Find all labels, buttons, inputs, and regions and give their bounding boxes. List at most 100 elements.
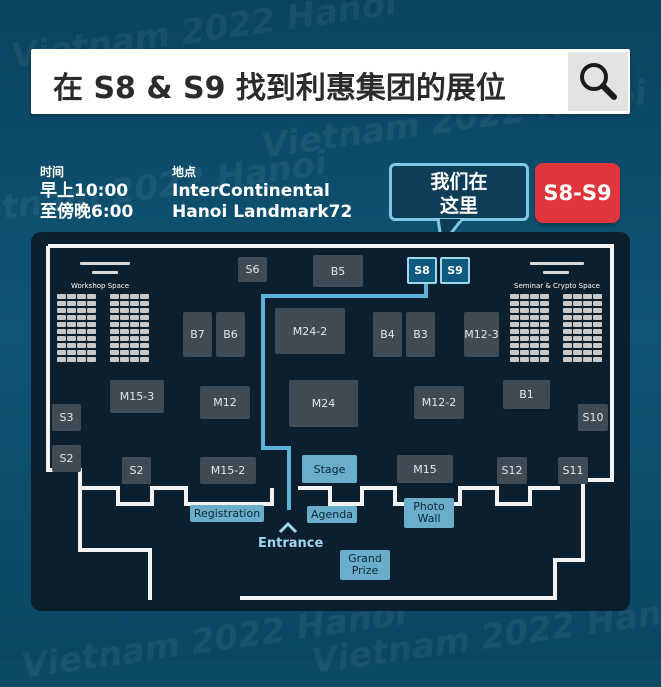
- seat: [130, 301, 139, 306]
- seat: [130, 350, 139, 355]
- booth-m12-2[interactable]: M12-2: [414, 386, 464, 419]
- booth-b6[interactable]: B6: [216, 312, 245, 357]
- registration[interactable]: Registration: [190, 505, 264, 522]
- seat: [120, 350, 129, 355]
- seat: [510, 308, 519, 313]
- booth-b4[interactable]: B4: [373, 312, 402, 357]
- place-line-2: Hanoi Landmark72: [172, 202, 353, 222]
- seat: [120, 343, 129, 348]
- booth-m15[interactable]: M15: [397, 455, 453, 483]
- seat: [110, 350, 119, 355]
- booth-m15-2[interactable]: M15-2: [200, 457, 256, 484]
- seat: [540, 343, 549, 348]
- booth-m24[interactable]: M24: [289, 380, 358, 427]
- seat: [510, 315, 519, 320]
- seat: [110, 315, 119, 320]
- seat: [130, 308, 139, 313]
- booth-m15-3[interactable]: M15-3: [110, 380, 164, 413]
- seat: [593, 336, 602, 341]
- search-bar[interactable]: 在 S8 & S9 找到利惠集团的展位: [31, 49, 630, 114]
- seat: [67, 322, 76, 327]
- seat: [57, 357, 66, 362]
- workshop-stage-bar: [92, 271, 118, 274]
- seat: [120, 322, 129, 327]
- seat: [130, 336, 139, 341]
- booth-s10[interactable]: S10: [578, 404, 608, 431]
- seat: [120, 301, 129, 306]
- seat: [510, 294, 519, 299]
- booth-b7[interactable]: B7: [183, 312, 212, 357]
- seat: [540, 350, 549, 355]
- seat: [57, 301, 66, 306]
- seat: [530, 329, 539, 334]
- stage[interactable]: Stage: [302, 455, 357, 483]
- seat: [87, 322, 96, 327]
- booth-s6[interactable]: S6: [238, 257, 267, 282]
- seat: [57, 343, 66, 348]
- seat: [110, 322, 119, 327]
- seat: [120, 336, 129, 341]
- seat: [583, 357, 592, 362]
- booth-s9[interactable]: S9: [440, 257, 470, 284]
- photo-wall[interactable]: Photo Wall: [404, 498, 454, 528]
- booth-m12-3[interactable]: M12-3: [464, 312, 499, 357]
- seat: [110, 301, 119, 306]
- search-button[interactable]: [568, 52, 628, 111]
- seat: [77, 329, 86, 334]
- seat: [77, 336, 86, 341]
- seat: [77, 322, 86, 327]
- booth-s2-left[interactable]: S2: [52, 445, 81, 472]
- seat: [67, 315, 76, 320]
- booth-b1[interactable]: B1: [503, 380, 550, 409]
- seat: [67, 294, 76, 299]
- seat: [140, 301, 149, 306]
- booth-m24-2[interactable]: M24-2: [275, 308, 345, 354]
- seat: [77, 301, 86, 306]
- booth-m12[interactable]: M12: [200, 386, 250, 419]
- seat: [540, 329, 549, 334]
- seat: [573, 315, 582, 320]
- seat: [77, 294, 86, 299]
- seat: [140, 322, 149, 327]
- seat: [510, 357, 519, 362]
- booth-s12[interactable]: S12: [497, 457, 527, 484]
- seat: [57, 329, 66, 334]
- agenda[interactable]: Agenda: [307, 506, 357, 523]
- seat: [530, 336, 539, 341]
- seat: [563, 329, 572, 334]
- seat: [573, 343, 582, 348]
- seat: [593, 329, 602, 334]
- seat: [593, 343, 602, 348]
- seat: [110, 357, 119, 362]
- seat: [540, 315, 549, 320]
- booth-s8[interactable]: S8: [407, 257, 437, 284]
- we-are-here-callout: 我们在 这里: [389, 163, 529, 221]
- seat: [140, 315, 149, 320]
- seat: [510, 329, 519, 334]
- magnifier-icon: [580, 63, 617, 100]
- booth-s2[interactable]: S2: [122, 457, 151, 484]
- photo-wall-line-1: Photo: [413, 500, 445, 513]
- booth-b5[interactable]: B5: [313, 255, 363, 287]
- here-line-1: 我们在: [430, 171, 488, 193]
- seat: [563, 357, 572, 362]
- seat: [563, 336, 572, 341]
- seat: [57, 322, 66, 327]
- seat: [583, 343, 592, 348]
- seat: [57, 308, 66, 313]
- booth-s3[interactable]: S3: [52, 404, 81, 431]
- grand-prize[interactable]: Grand Prize: [340, 550, 390, 580]
- seat: [120, 294, 129, 299]
- seat: [520, 315, 529, 320]
- seat: [140, 336, 149, 341]
- booth-s11[interactable]: S11: [558, 457, 588, 484]
- seat: [593, 315, 602, 320]
- seat: [530, 315, 539, 320]
- seminar-stage-bar: [543, 271, 569, 274]
- seminar-stage-bar: [530, 262, 584, 265]
- seat: [140, 343, 149, 348]
- seat: [130, 294, 139, 299]
- booth-b3[interactable]: B3: [406, 312, 435, 357]
- seat: [110, 336, 119, 341]
- seat: [120, 357, 129, 362]
